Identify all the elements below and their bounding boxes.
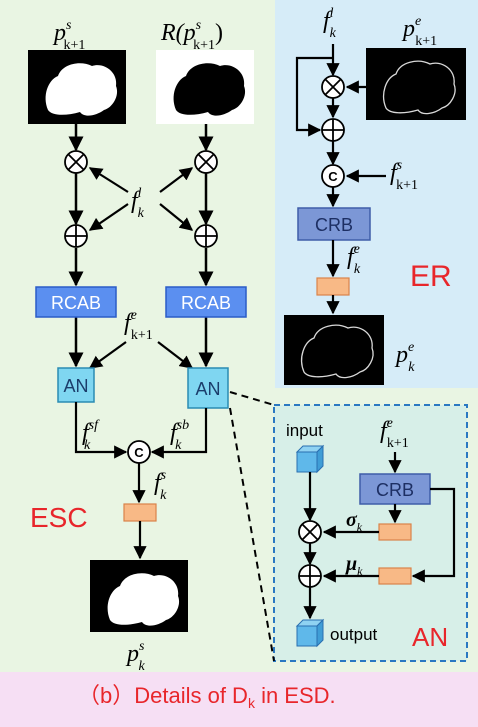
edge-contour-input bbox=[382, 60, 456, 115]
esc-title: ESC bbox=[30, 502, 88, 533]
zoom-line-bottom bbox=[229, 407, 275, 662]
zoom-line-top bbox=[229, 391, 275, 406]
conv-block-er bbox=[316, 277, 350, 296]
mu-label: μk bbox=[345, 553, 363, 578]
multiply-op-right bbox=[194, 150, 218, 174]
multiply-op-an bbox=[298, 520, 322, 544]
rcab-left-label: RCAB bbox=[51, 293, 101, 313]
edge-contour-output bbox=[300, 324, 374, 379]
reverse-blob bbox=[173, 63, 246, 116]
input-cube-icon bbox=[295, 444, 325, 474]
concat-op-er: C bbox=[321, 164, 345, 188]
an-block-right bbox=[187, 367, 229, 409]
an-left-label: AN bbox=[63, 376, 88, 396]
saliency-blob bbox=[45, 63, 118, 116]
sigma-label: σk bbox=[346, 509, 363, 534]
er-title: ER bbox=[410, 260, 452, 293]
output-blob bbox=[107, 573, 180, 626]
concat-op-esc: C bbox=[127, 440, 151, 464]
an-title: AN bbox=[412, 622, 448, 652]
rcab-right-label: RCAB bbox=[181, 293, 231, 313]
conv-block-sigma bbox=[378, 523, 412, 541]
svg-text:C: C bbox=[328, 169, 338, 184]
add-op-right bbox=[194, 224, 218, 248]
an-output-label: output bbox=[330, 625, 378, 644]
an-block-left bbox=[57, 367, 95, 403]
caption: （b）Details of Dk in ESD. bbox=[78, 683, 336, 711]
multiply-op-er bbox=[321, 75, 345, 99]
crb-er-label: CRB bbox=[315, 215, 353, 235]
conv-block-mu bbox=[378, 567, 412, 585]
crb-block-er bbox=[297, 207, 371, 241]
multiply-op-left bbox=[64, 150, 88, 174]
crb-block-an bbox=[359, 473, 431, 505]
crb-an-label: CRB bbox=[376, 480, 414, 500]
edge-map-output bbox=[284, 315, 384, 385]
add-op-left bbox=[64, 224, 88, 248]
caption-band bbox=[0, 672, 478, 727]
svg-text:C: C bbox=[134, 445, 144, 460]
output-cube-icon bbox=[295, 618, 325, 648]
add-op-er bbox=[321, 118, 345, 142]
add-op-an bbox=[298, 564, 322, 588]
rcab-block-right bbox=[165, 286, 247, 318]
an-right-label: AN bbox=[195, 379, 220, 399]
rcab-block-left bbox=[35, 286, 117, 318]
edge-map-input bbox=[366, 48, 466, 120]
conv-block-esc bbox=[123, 503, 157, 522]
an-input-label: input bbox=[286, 421, 323, 440]
